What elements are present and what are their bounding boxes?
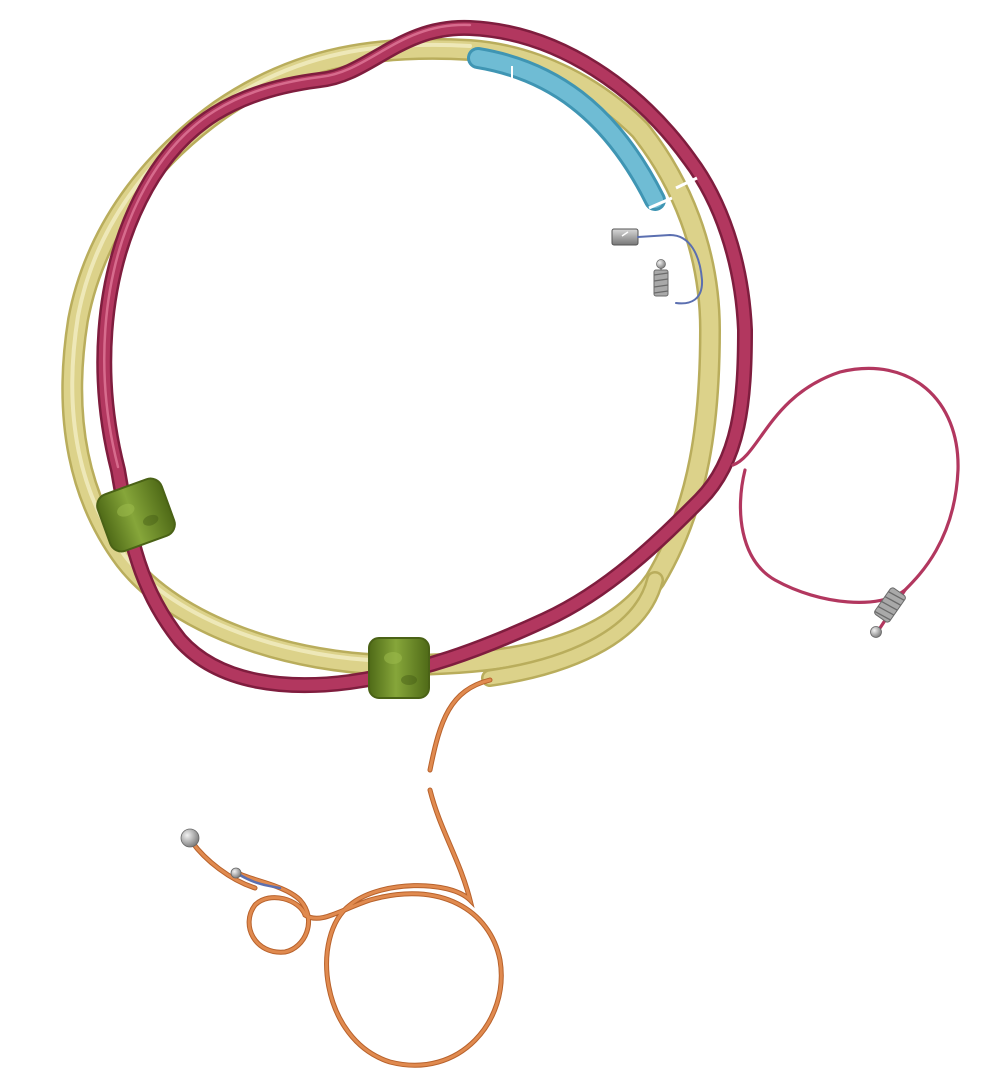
ball-tip-icon (656, 259, 666, 269)
ball-tip-icon (230, 867, 242, 879)
inner-guidewire (611, 228, 704, 305)
blue-tube-segment (467, 47, 666, 211)
green-cuff-left (96, 477, 176, 553)
coil-spring-tip-icon (874, 587, 906, 623)
orange-wire-lower (236, 788, 503, 1067)
orange-wire-lower-edge (235, 787, 504, 1068)
cuff-texture (142, 514, 159, 526)
spring-turn (653, 290, 669, 294)
spring-turn (877, 605, 895, 616)
cuff-texture (117, 503, 135, 517)
spring-turn (881, 600, 898, 611)
ball-tip-icon (870, 626, 882, 638)
green-cuff-bottom (368, 637, 430, 699)
spring-turn (884, 595, 902, 606)
cuff-texture (401, 675, 417, 685)
cuff-texture (384, 652, 402, 664)
spring-turn (653, 284, 669, 288)
spring-turn (888, 591, 905, 601)
blue-guidewire (637, 233, 704, 305)
red-tube-ring-mark (675, 176, 698, 190)
red-tube (96, 19, 754, 694)
red-tube-highlight (103, 23, 472, 469)
yellow-tube-ring-mark (648, 196, 673, 210)
spring-turn (874, 610, 891, 621)
red-tube-body (98, 22, 751, 691)
blue-segment-body (470, 50, 663, 208)
orange-wire-tail (190, 840, 257, 890)
spring-turn (653, 272, 669, 276)
orange-wire (180, 677, 504, 1068)
yellow-tube-highlight (70, 42, 472, 663)
red-wire-loop (731, 366, 960, 638)
orange-wire-upper-edge (427, 677, 493, 773)
coil-spring-tip-icon (653, 269, 669, 297)
red-wire (731, 366, 960, 604)
yellow-tube-lower-branch (483, 573, 662, 685)
spring-turn (653, 278, 669, 282)
green-cuff-icon (96, 477, 176, 553)
orange-wire-blue-segment (238, 873, 282, 890)
green-cuff-icon (368, 637, 430, 699)
connector-icon (611, 228, 639, 246)
ball-tip-icon (180, 828, 200, 848)
connector-mark (621, 231, 629, 237)
orange-wire-upper (428, 678, 492, 772)
orange-wire-tail-edge (189, 839, 258, 891)
